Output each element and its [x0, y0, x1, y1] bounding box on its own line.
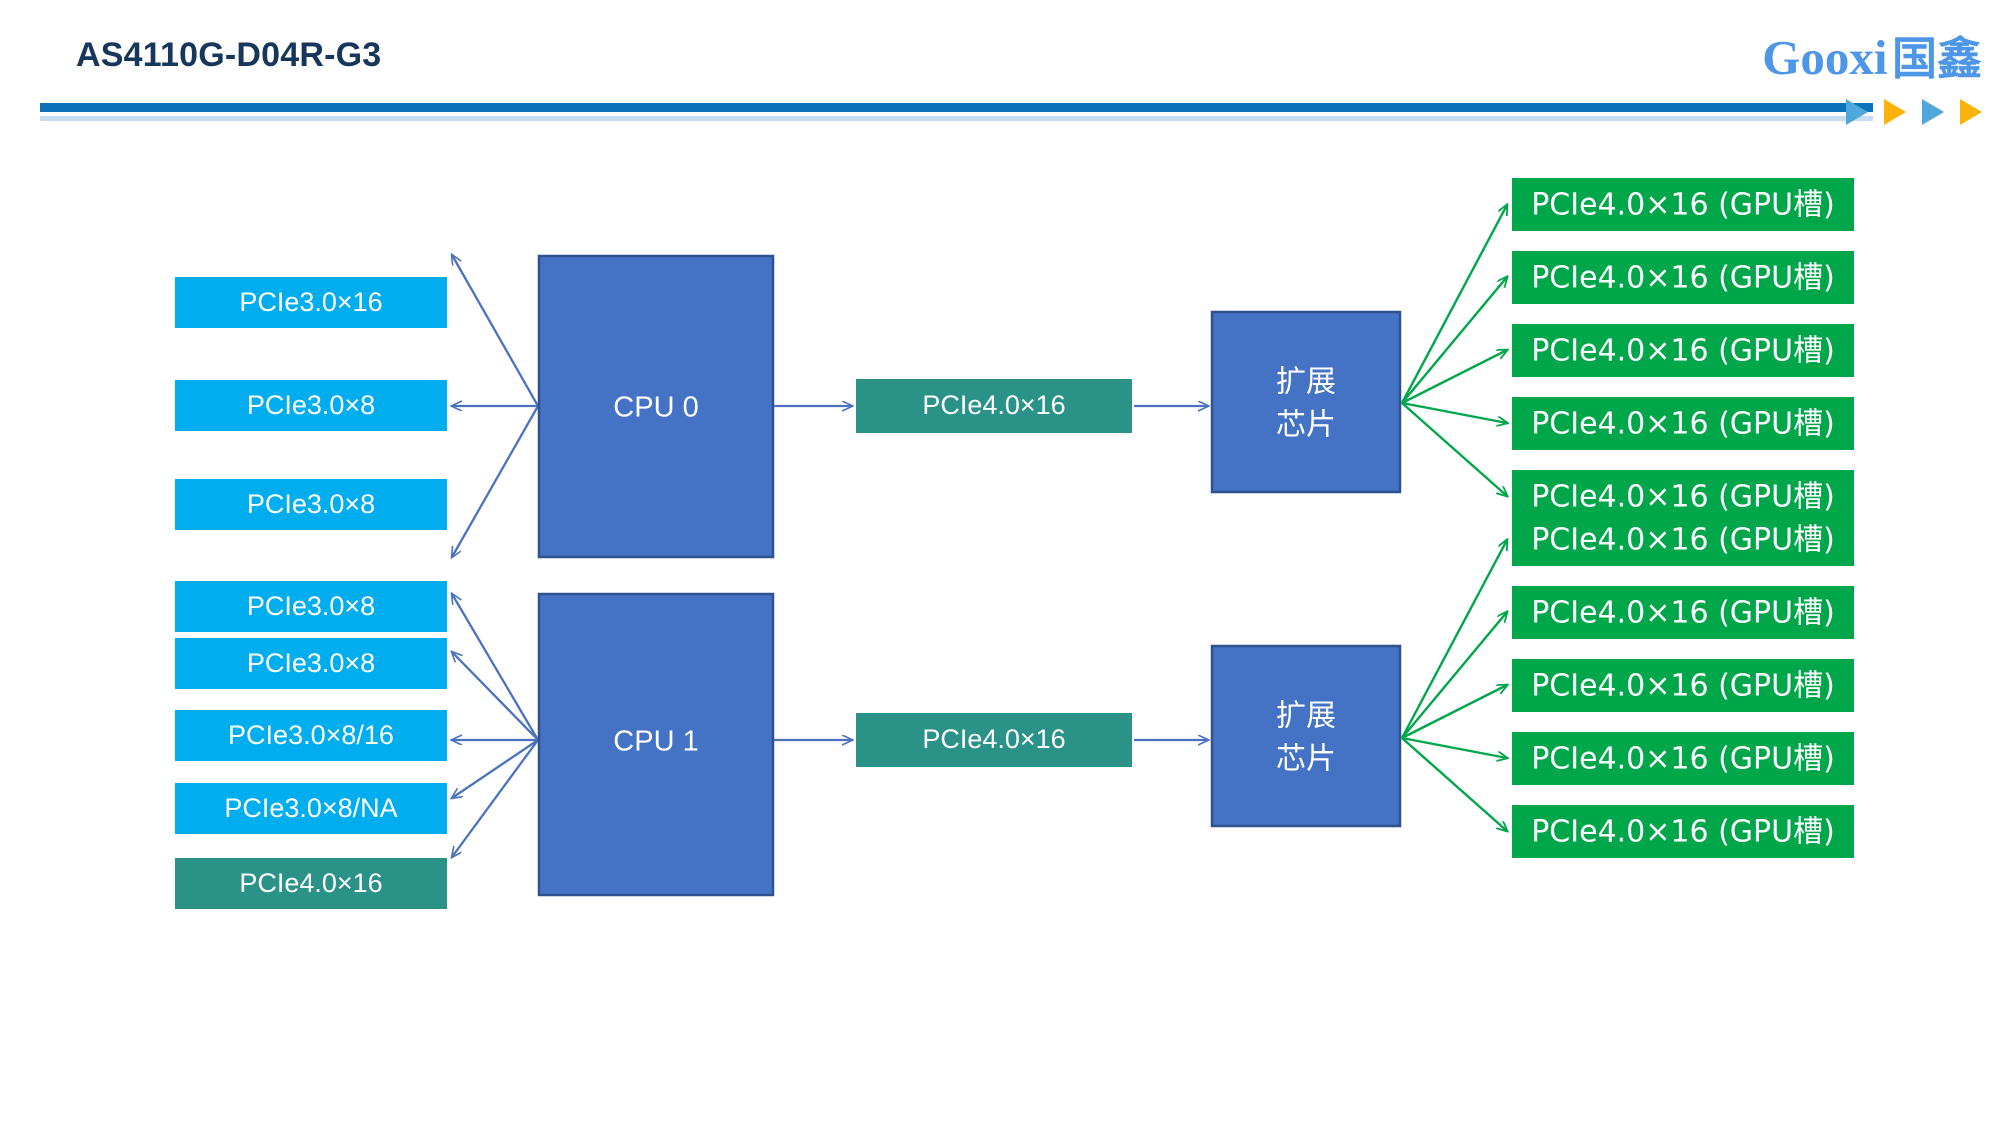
gpu-slot-label: PCIe4.0×16 (GPU槽) — [1531, 596, 1835, 631]
cpu1-box[interactable]: CPU 1 — [537, 592, 775, 897]
cpu0-group: PCIe3.0×16 PCIe3.0×8 PCIe3.0×8 CPU 0 PCI… — [175, 178, 1854, 557]
gpu-slot-box[interactable]: PCIe4.0×16 (GPU槽) — [1512, 586, 1854, 639]
arrow-switch1-to-gpu-1 — [1400, 540, 1507, 739]
slot-box[interactable]: PCIe3.0×16 — [175, 277, 447, 328]
gpu-slot-box[interactable]: PCIe4.0×16 (GPU槽) — [1512, 659, 1854, 712]
cpu0-left-slots: PCIe3.0×16 PCIe3.0×8 PCIe3.0×8 — [175, 277, 447, 530]
gpu-slot-box[interactable]: PCIe4.0×16 (GPU槽) — [1512, 513, 1854, 566]
slot-box[interactable]: PCIe3.0×8 — [175, 479, 447, 530]
slot-box[interactable]: PCIe3.0×8 — [175, 581, 447, 632]
slot-label: PCIe3.0×8 — [247, 591, 375, 621]
arrow-cpu0-to-slot-3 — [452, 405, 539, 557]
gpu-slot-box[interactable]: PCIe4.0×16 (GPU槽) — [1512, 178, 1854, 231]
brand-logo: Gooxi 国鑫 — [1762, 22, 1982, 87]
slot-label: PCIe3.0×8/NA — [224, 793, 397, 823]
cpu0-switch-label-line2: 芯片 — [1276, 408, 1336, 443]
slot-label: PCIe3.0×8/16 — [228, 720, 394, 750]
gpu-slot-box[interactable]: PCIe4.0×16 (GPU槽) — [1512, 732, 1854, 785]
gpu-slot-label: PCIe4.0×16 (GPU槽) — [1531, 523, 1835, 558]
arrow-switch0-to-gpu-4 — [1401, 401, 1507, 423]
gpu-slot-box[interactable]: PCIe4.0×16 (GPU槽) — [1512, 324, 1854, 377]
triangle-2-icon — [1884, 99, 1906, 125]
cpu0-switch-label-line1: 扩展 — [1276, 365, 1336, 400]
cpu1-switch-label-line2: 芯片 — [1276, 742, 1336, 777]
cpu0-gpu-slots: PCIe4.0×16 (GPU槽) PCIe4.0×16 (GPU槽) PCIe… — [1512, 178, 1854, 523]
arrow-switch0-to-gpu-3 — [1401, 350, 1507, 405]
slot-label: PCIe3.0×8 — [247, 390, 375, 420]
arrow-cpu1-to-slot-2 — [452, 652, 539, 741]
triangle-4-icon — [1960, 99, 1982, 125]
arrow-switch1-to-gpu-2 — [1401, 612, 1507, 739]
cpu0-uplink-box[interactable]: PCIe4.0×16 — [856, 379, 1132, 433]
arrow-cpu0-to-slot-1 — [452, 255, 539, 407]
gpu-slot-label: PCIe4.0×16 (GPU槽) — [1531, 480, 1835, 515]
cpu1-gpu-arrows — [1400, 540, 1507, 831]
triangle-3-icon — [1922, 99, 1944, 125]
arrow-switch0-to-gpu-1 — [1400, 205, 1507, 404]
cpu0-gpu-arrows — [1400, 205, 1507, 496]
gpu-slot-box[interactable]: PCIe4.0×16 (GPU槽) — [1512, 397, 1854, 450]
cpu1-switch-label-line1: 扩展 — [1276, 699, 1336, 734]
cpu1-left-slots: PCIe3.0×8 PCIe3.0×8 PCIe3.0×8/16 PCIe3.0… — [175, 581, 447, 909]
gpu-slot-label: PCIe4.0×16 (GPU槽) — [1531, 407, 1835, 442]
triangle-1-icon — [1846, 99, 1868, 125]
slot-box[interactable]: PCIe3.0×8/NA — [175, 783, 447, 834]
brand-logo-latin: Gooxi — [1762, 30, 1888, 85]
cpu1-label: CPU 1 — [613, 726, 698, 758]
arrow-switch0-to-gpu-5 — [1401, 402, 1507, 496]
cpu1-uplink-box[interactable]: PCIe4.0×16 — [856, 713, 1132, 767]
arrow-cpu1-to-slot-5 — [452, 739, 539, 857]
slot-box[interactable]: PCIe3.0×8/16 — [175, 710, 447, 761]
cpu0-left-arrows — [452, 255, 539, 557]
gpu-slot-label: PCIe4.0×16 (GPU槽) — [1531, 334, 1835, 369]
arrow-switch1-to-gpu-3 — [1401, 685, 1507, 740]
slot-label: PCIe3.0×8 — [247, 489, 375, 519]
slot-label: PCIe3.0×8 — [247, 648, 375, 678]
cpu1-switch-box[interactable]: 扩展 芯片 — [1210, 644, 1402, 828]
slot-box[interactable]: PCIe3.0×8 — [175, 380, 447, 431]
gpu-slot-label: PCIe4.0×16 (GPU槽) — [1531, 815, 1835, 850]
gpu-slot-label: PCIe4.0×16 (GPU槽) — [1531, 742, 1835, 777]
slot-box[interactable]: PCIe3.0×8 — [175, 638, 447, 689]
cpu0-uplink-label: PCIe4.0×16 — [922, 390, 1065, 420]
gpu-slot-box[interactable]: PCIe4.0×16 (GPU槽) — [1512, 251, 1854, 304]
cpu1-gpu-slots: PCIe4.0×16 (GPU槽) PCIe4.0×16 (GPU槽) PCIe… — [1512, 513, 1854, 858]
arrow-switch0-to-gpu-2 — [1401, 277, 1507, 404]
cpu1-group: PCIe3.0×8 PCIe3.0×8 PCIe3.0×8/16 PCIe3.0… — [175, 513, 1854, 909]
arrow-cpu1-to-slot-4 — [452, 739, 539, 798]
arrow-switch1-to-gpu-4 — [1401, 736, 1507, 758]
slot-box[interactable]: PCIe4.0×16 — [175, 858, 447, 909]
gpu-slot-label: PCIe4.0×16 (GPU槽) — [1531, 669, 1835, 704]
cpu0-switch-box[interactable]: 扩展 芯片 — [1210, 310, 1402, 494]
brand-logo-chinese: 国鑫 — [1891, 32, 1982, 85]
cpu1-uplink-label: PCIe4.0×16 — [922, 724, 1065, 754]
slot-label: PCIe3.0×16 — [239, 287, 382, 317]
slot-label: PCIe4.0×16 — [239, 868, 382, 898]
gpu-slot-box[interactable]: PCIe4.0×16 (GPU槽) — [1512, 805, 1854, 858]
brand-triangles — [1846, 99, 1982, 125]
page-title: AS4110G-D04R-G3 — [76, 36, 382, 74]
header-rule — [40, 103, 1873, 112]
cpu1-left-arrows — [452, 594, 539, 857]
arrow-cpu1-to-slot-1 — [452, 594, 539, 741]
page-header: AS4110G-D04R-G3 Gooxi 国鑫 — [0, 0, 2004, 130]
arrow-switch1-to-gpu-5 — [1401, 737, 1507, 831]
cpu0-box[interactable]: CPU 0 — [537, 254, 775, 559]
pcie-topology-diagram: PCIe3.0×16 PCIe3.0×8 PCIe3.0×8 CPU 0 PCI… — [0, 130, 2004, 1127]
header-rule-secondary — [40, 116, 1873, 121]
gpu-slot-label: PCIe4.0×16 (GPU槽) — [1531, 188, 1835, 223]
cpu0-label: CPU 0 — [613, 392, 698, 424]
gpu-slot-label: PCIe4.0×16 (GPU槽) — [1531, 261, 1835, 296]
